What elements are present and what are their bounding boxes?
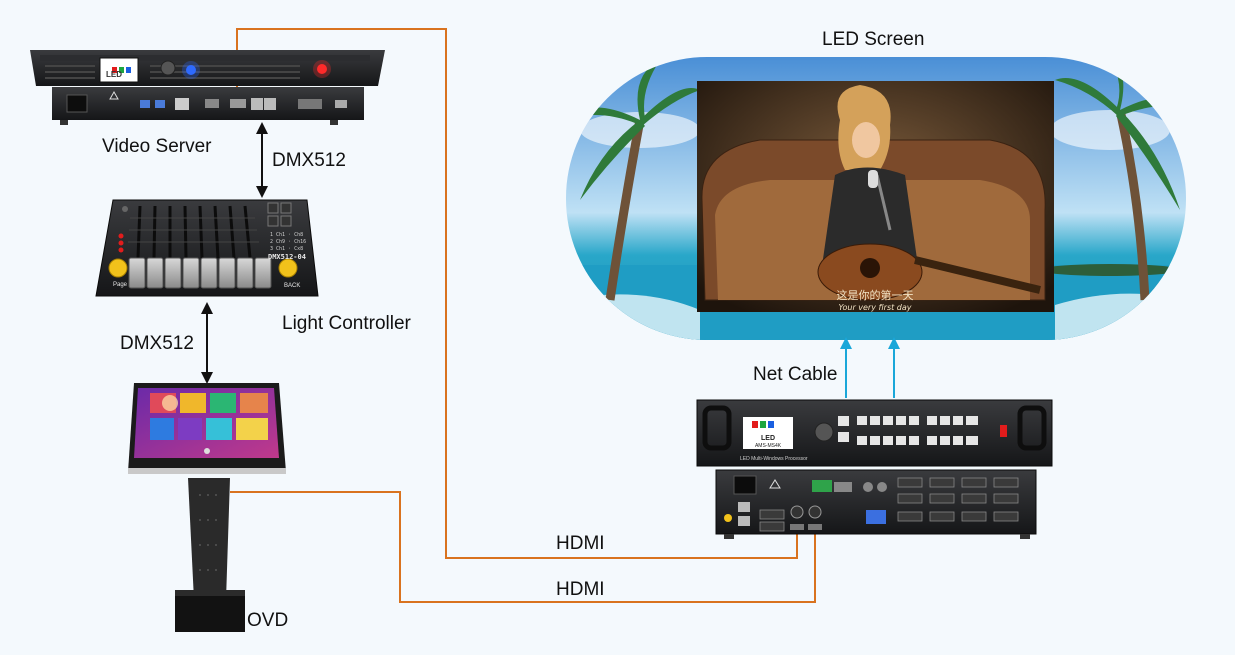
controller-model-text: DMX512-04 [268,253,306,261]
server-logo-text: LED [106,70,122,79]
hdmi-cable-top [236,28,798,559]
led-screen-label: LED Screen [822,29,925,50]
dmx512-label-top: DMX512 [272,150,346,171]
ovd-label: OVD [247,610,289,631]
net-cable-label: Net Cable [753,364,838,385]
hdmi-cable-bottom [230,491,816,603]
dmx512-label-bottom: DMX512 [120,333,194,354]
controller-back-text: BACK [284,283,300,289]
processor-caption-text: LED Multi-Windows Processor [740,456,808,462]
screen-subtitle-cn: 这是你的第一天 [837,288,914,302]
controller-page-text: Page [113,282,128,288]
light-controller: 1 Ch1 · Ch8 2 Ch9 · Ch16 3 Ch1 · Cx8 DMX… [95,199,319,297]
led-screen: 这是你的第一天 Your very first day [566,57,1186,340]
ovd-device [128,383,286,632]
led-processor: LED AMS-MS4K LED Multi-Windows Processor [696,399,1053,539]
svg-text:2 Ch9 · Ch16: 2 Ch9 · Ch16 [270,239,306,245]
svg-text:3 Ch1 · Cx8: 3 Ch1 · Cx8 [270,246,303,252]
processor-logo-text: LED [761,435,775,442]
video-server: LED [30,50,385,125]
hdmi-label-bottom: HDMI [556,579,605,600]
light-controller-label: Light Controller [282,313,411,334]
processor-model-text: AMS-MS4K [755,443,782,449]
hdmi-label-top: HDMI [556,533,605,554]
screen-subtitle-en: Your very first day [838,303,911,312]
video-server-label: Video Server [102,136,212,157]
svg-text:1 Ch1 · Ch8: 1 Ch1 · Ch8 [270,232,303,238]
